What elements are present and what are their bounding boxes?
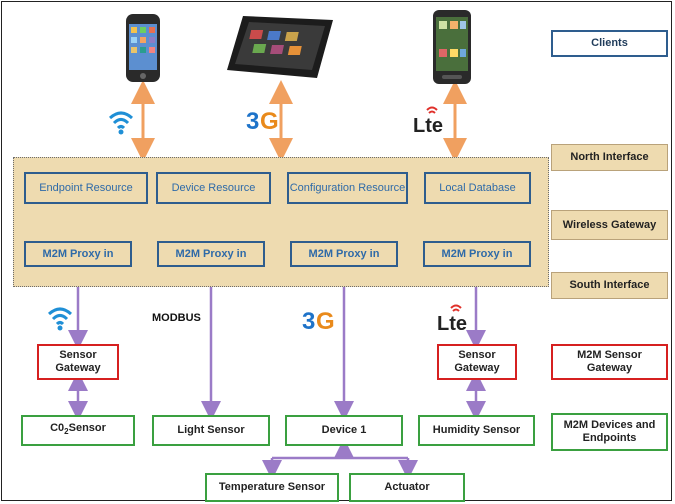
legend-north-interface: North Interface <box>551 144 668 171</box>
3g-icon-south: 3 G <box>302 306 336 339</box>
legend-wireless-gateway: Wireless Gateway <box>551 210 668 240</box>
lte-icon: Lte <box>413 104 447 141</box>
legend-m2m-devices-label: M2M Devices and Endpoints <box>563 419 656 444</box>
sensor-gateway-1: Sensor Gateway <box>37 344 119 380</box>
configuration-resource: Configuration Resource <box>287 172 408 204</box>
legend-m2m-devices: M2M Devices and Endpoints <box>551 413 668 451</box>
wifi-icon <box>108 108 134 141</box>
svg-text:G: G <box>316 308 335 334</box>
3g-icon: 3 G <box>246 106 280 139</box>
light-sensor: Light Sensor <box>152 415 270 446</box>
legend-south-label: South Interface <box>569 279 650 291</box>
android-phone-icon <box>430 9 474 90</box>
m2m-proxy-4: M2M Proxy in <box>423 241 531 267</box>
endpoint-resource-label: Endpoint Resource <box>39 181 133 194</box>
m2m-proxy-2-label: M2M Proxy in <box>175 247 247 260</box>
co2-subscript: 2 <box>64 427 69 437</box>
svg-text:3: 3 <box>302 308 315 334</box>
device-1-label: Device 1 <box>321 424 367 436</box>
light-sensor-label: Light Sensor <box>177 424 245 436</box>
sensor-gateway-2: Sensor Gateway <box>437 344 517 380</box>
actuator: Actuator <box>349 473 465 502</box>
svg-text:Lte: Lte <box>413 115 443 136</box>
wifi-icon-south <box>47 304 73 337</box>
m2m-proxy-3: M2M Proxy in <box>290 241 398 267</box>
humidity-sensor-label: Humidity Sensor <box>432 424 521 436</box>
svg-text:3: 3 <box>246 108 259 134</box>
m2m-proxy-1: M2M Proxy in <box>24 241 132 267</box>
co2-main-text: C0 <box>50 422 65 435</box>
legend-north-label: North Interface <box>570 151 649 163</box>
device-resource-label: Device Resource <box>171 181 256 194</box>
endpoint-resource: Endpoint Resource <box>24 172 148 204</box>
legend-clients-label: Clients <box>591 37 628 49</box>
svg-text:G: G <box>260 108 279 134</box>
configuration-resource-label: Configuration Resource <box>289 181 406 194</box>
svg-text:Lte: Lte <box>437 313 467 334</box>
lte-icon-south: Lte <box>437 302 471 339</box>
actuator-label: Actuator <box>384 481 430 493</box>
m2m-proxy-2: M2M Proxy in <box>157 241 265 267</box>
sensor-gateway-2-label: Sensor Gateway <box>454 349 500 374</box>
m2m-proxy-4-label: M2M Proxy in <box>441 247 513 260</box>
legend-wireless-label: Wireless Gateway <box>562 218 657 231</box>
legend-m2m-sensor-gateway: M2M Sensor Gateway <box>551 344 668 380</box>
legend-clients: Clients <box>551 30 668 57</box>
co2-sensor-label: C02Sensor <box>50 422 106 438</box>
local-database-label: Local Database <box>439 181 516 194</box>
co2-rest-text: Sensor <box>68 422 106 435</box>
temperature-sensor: Temperature Sensor <box>205 473 339 502</box>
tablet-icon <box>225 12 335 87</box>
device-1: Device 1 <box>285 415 403 446</box>
legend-m2m-sensor-gateway-label: M2M Sensor Gateway <box>577 349 642 374</box>
co2-sensor: C02Sensor <box>21 415 135 446</box>
device-resource: Device Resource <box>156 172 271 204</box>
m2m-proxy-3-label: M2M Proxy in <box>308 247 380 260</box>
modbus-label: MODBUS <box>152 312 201 324</box>
sensor-gateway-1-label: Sensor Gateway <box>55 349 101 374</box>
local-database: Local Database <box>424 172 531 204</box>
legend-south-interface: South Interface <box>551 272 668 299</box>
temperature-sensor-label: Temperature Sensor <box>218 481 326 493</box>
humidity-sensor: Humidity Sensor <box>418 415 535 446</box>
m2m-proxy-1-label: M2M Proxy in <box>42 247 114 260</box>
iphone-icon <box>123 13 163 88</box>
